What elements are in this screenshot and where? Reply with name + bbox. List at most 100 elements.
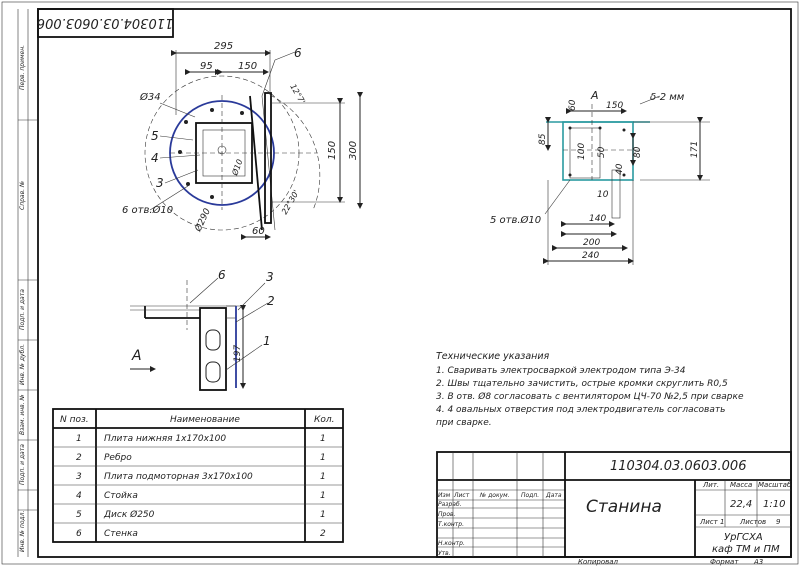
tb-role-tcontrol: Т.контр. bbox=[438, 521, 464, 528]
front-view: 6 3 2 1 197 A bbox=[130, 268, 275, 391]
notes-line-4: 4. 4 овальных отверстия под электродвига… bbox=[436, 405, 725, 415]
spec-row-4: 4 Стойка 1 bbox=[76, 491, 326, 501]
tb-col-date: Дата bbox=[545, 492, 562, 499]
top-dim-d10: Ø10 bbox=[229, 158, 244, 178]
top-dim-60: 60 bbox=[252, 226, 265, 237]
tb-sheet-value: 1 bbox=[720, 518, 724, 526]
tb-role-ncontrol: Н.контр. bbox=[438, 540, 465, 547]
front-callout-2: 2 bbox=[267, 294, 275, 308]
view-a-thickness: δ-2 мм bbox=[650, 92, 685, 103]
spec-table: N поз. Наименование Кол. 1 Плита нижняя … bbox=[52, 408, 344, 543]
top-dim-295: 295 bbox=[214, 41, 233, 52]
side-label-3: Инв. № дубл. bbox=[19, 344, 26, 385]
tb-sheets-value: 9 bbox=[776, 518, 781, 526]
spec-qty: 1 bbox=[320, 472, 326, 482]
tb-scale-value: 1:10 bbox=[763, 499, 785, 510]
top-dim-angle2: 12°7' bbox=[288, 83, 307, 106]
spec-row-2: 2 Ребро 1 bbox=[76, 453, 326, 463]
spec-pos: 4 bbox=[76, 491, 82, 501]
front-callout-3: 3 bbox=[266, 270, 274, 284]
view-a-dim-240: 240 bbox=[582, 251, 599, 261]
tb-format-value: А3 bbox=[753, 558, 763, 566]
side-label-6: Инв. № подл. bbox=[19, 511, 26, 552]
spec-pos: 6 bbox=[76, 529, 82, 539]
view-a-dim-85: 85 bbox=[538, 133, 548, 145]
spec-qty: 2 bbox=[320, 529, 326, 539]
top-callout-5: 5 bbox=[151, 129, 159, 143]
top-callout-4: 4 bbox=[151, 151, 159, 165]
view-a-holes-note: 5 отв.Ø10 bbox=[490, 214, 541, 226]
top-callout-3: 3 bbox=[156, 176, 164, 190]
tb-format-label: Формат bbox=[710, 558, 739, 566]
top-dim-300: 300 bbox=[348, 141, 359, 160]
tb-col-list: Лист bbox=[453, 492, 470, 499]
top-dim-d34: Ø34 bbox=[139, 91, 161, 103]
front-callout-6: 6 bbox=[218, 268, 226, 282]
tb-role-checker: Пров. bbox=[438, 511, 456, 518]
spec-name: Плита нижняя 1х170х100 bbox=[104, 434, 226, 444]
side-label-4: Взам. инв. № bbox=[19, 394, 26, 435]
spec-row-3: 3 Плита подмоторная 3х170х100 1 bbox=[76, 472, 326, 482]
spec-qty: 1 bbox=[320, 510, 326, 520]
tb-col-izm: Изм bbox=[438, 492, 451, 499]
spec-name: Ребро bbox=[104, 453, 132, 463]
front-dim-197: 197 bbox=[233, 345, 243, 362]
view-a-dim-100: 100 bbox=[577, 143, 587, 160]
tb-mass-value: 22,4 bbox=[730, 499, 752, 510]
top-dim-95: 95 bbox=[200, 61, 213, 72]
notes-line-2: 2. Швы тщательно зачистить, острые кромк… bbox=[436, 379, 728, 389]
tb-scale-label: Масштаб bbox=[758, 481, 792, 489]
spec-name: Стойка bbox=[104, 491, 138, 501]
tb-sheet-label: Лист bbox=[699, 518, 719, 526]
technical-notes: Технические указания 1. Сваривать электр… bbox=[436, 351, 744, 428]
spec-name: Плита подмоторная 3х170х100 bbox=[104, 472, 253, 482]
tb-org-line2: каф ТМ и ПМ bbox=[712, 544, 780, 555]
spec-pos: 5 bbox=[76, 510, 82, 520]
title-block: 110304.03.0603.006 Станина Изм Лист № до… bbox=[436, 451, 792, 566]
view-a-dim-140: 140 bbox=[589, 214, 606, 224]
top-view: 295 95 150 150 300 60 Ø34 Ø290 Ø10 22°30… bbox=[122, 41, 363, 240]
side-strip: Перв. примен. Справ. № Подп. и дата Инв.… bbox=[17, 9, 38, 557]
notes-line-5: при сварке. bbox=[436, 418, 492, 428]
spec-qty: 1 bbox=[320, 453, 326, 463]
top-callout-6: 6 bbox=[294, 46, 302, 60]
spec-row-6: 6 Стенка 2 bbox=[76, 529, 326, 539]
notes-line-3: 3. В отв. Ø8 согласовать с вентилятором … bbox=[436, 391, 744, 402]
view-a-label: А bbox=[590, 89, 599, 102]
spec-qty: 1 bbox=[320, 434, 326, 444]
notes-line-1: 1. Сваривать электросваркой электродом т… bbox=[436, 366, 686, 376]
view-a: А δ-2 мм 60 150 85 100 50 80 171 40 10 1… bbox=[490, 89, 710, 265]
tb-mass-label: Масса bbox=[730, 481, 752, 489]
spec-row-5: 5 Диск Ø250 1 bbox=[76, 509, 326, 520]
top-dim-d290: Ø290 bbox=[192, 206, 213, 234]
side-label-0: Перв. примен. bbox=[19, 45, 26, 90]
view-a-dim-50: 50 bbox=[597, 146, 607, 158]
tb-role-developer: Разраб. bbox=[438, 501, 462, 508]
inner-frame bbox=[37, 8, 792, 558]
side-label-2: Подп. и дата bbox=[19, 289, 26, 330]
spec-pos: 3 bbox=[76, 472, 82, 482]
view-a-dim-80: 80 bbox=[633, 146, 643, 158]
spec-name: Стенка bbox=[104, 529, 138, 539]
tb-col-doc: № докум. bbox=[479, 492, 510, 499]
side-label-5: Подп. и дата bbox=[19, 444, 26, 485]
spec-header-name: Наименование bbox=[170, 415, 240, 425]
title-name: Станина bbox=[586, 497, 662, 517]
side-label-1: Справ. № bbox=[19, 181, 26, 210]
tb-org-line1: УрГСХА bbox=[724, 532, 763, 543]
spec-row-1: 1 Плита нижняя 1х170х100 1 bbox=[76, 434, 326, 444]
spec-pos: 1 bbox=[76, 434, 82, 444]
view-a-dim-150: 150 bbox=[606, 101, 623, 111]
tb-lit-label: Лит. bbox=[702, 481, 719, 489]
view-a-dim-171: 171 bbox=[690, 141, 700, 158]
rotated-stamp: 110304.03.0603.006 bbox=[37, 8, 174, 38]
spec-header-pos: N поз. bbox=[60, 415, 89, 425]
spec-pos: 2 bbox=[76, 453, 82, 463]
view-a-dim-40: 40 bbox=[615, 163, 625, 175]
view-a-dim-200: 200 bbox=[583, 238, 600, 248]
tb-role-approve: Утв. bbox=[438, 550, 451, 557]
spec-qty: 1 bbox=[320, 491, 326, 501]
front-view-label: A bbox=[131, 348, 142, 364]
